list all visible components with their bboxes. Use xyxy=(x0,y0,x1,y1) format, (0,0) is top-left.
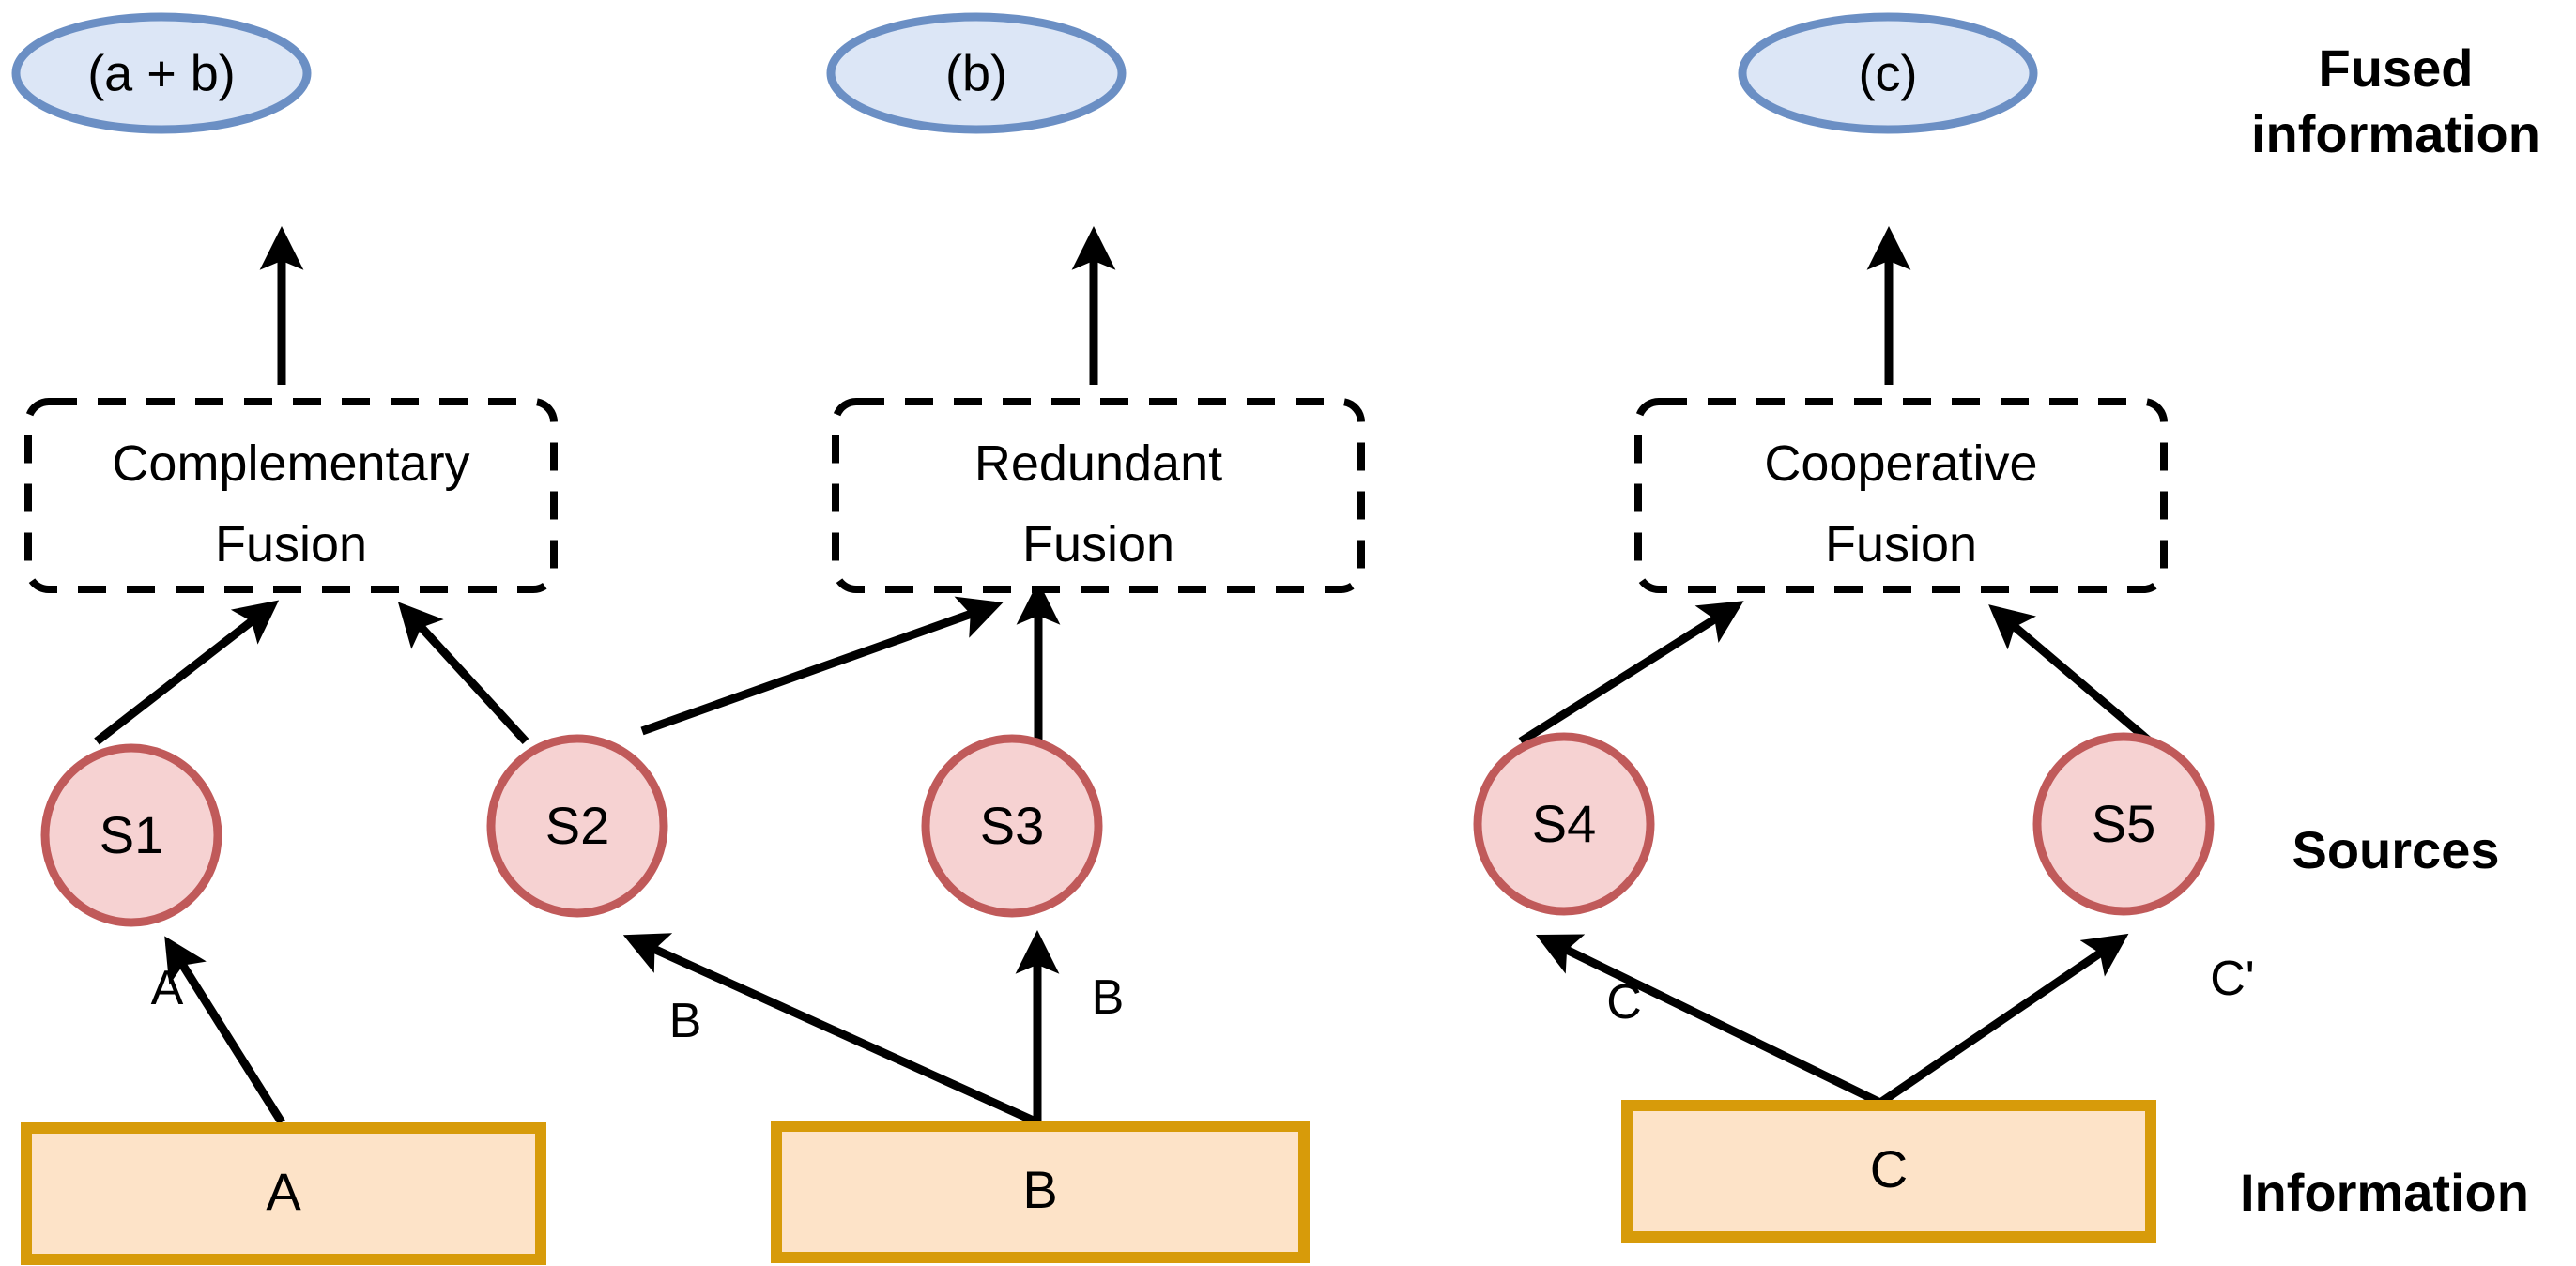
source-node-label: S1 xyxy=(100,805,164,864)
fusion-block-label-line2: Fusion xyxy=(1825,516,1977,572)
fusion-block-redundant[interactable]: Redundant Fusion xyxy=(832,398,1365,593)
edge-label-a: A xyxy=(151,961,184,1015)
information-box-outline xyxy=(1621,1100,2156,1243)
fusion-block-label-line1: Cooperative xyxy=(1764,435,2037,492)
source-node-label: S3 xyxy=(980,796,1045,855)
fusion-block-outline xyxy=(832,398,1365,593)
edge-s4-to-cooperative xyxy=(1518,601,1744,745)
source-circle-shape xyxy=(486,734,668,918)
edge-infoA-to-s1 xyxy=(164,936,285,1125)
edge-infoC-to-s4 xyxy=(1535,934,1882,1107)
fused-node-label: (c) xyxy=(1859,45,1918,101)
information-box-label: B xyxy=(1022,1160,1057,1219)
edge-infoB-to-s2 xyxy=(622,933,1039,1127)
fused-node-label: (a + b) xyxy=(87,45,236,101)
source-circle-shape xyxy=(921,734,1103,918)
information-box-outline xyxy=(21,1122,546,1265)
edge-s2-to-complementary xyxy=(397,602,529,745)
source-circle-shape xyxy=(1473,732,1655,916)
source-node-label: S4 xyxy=(1532,794,1597,853)
fusion-block-complementary[interactable]: Complementary Fusion xyxy=(24,398,558,593)
legend-row-fused-information: Fused information xyxy=(2251,38,2540,163)
information-box-label: A xyxy=(266,1162,301,1221)
information-box-outline xyxy=(771,1121,1310,1263)
source-node-label: S2 xyxy=(545,796,610,855)
edge-label-b-to-s2: B xyxy=(669,994,702,1048)
legend-fused-line2: information xyxy=(2251,104,2540,163)
fusion-block-label-line1: Redundant xyxy=(974,435,1222,492)
information-box-c[interactable]: C xyxy=(1621,1100,2156,1243)
legend-fused-line1: Fused xyxy=(2319,38,2474,98)
edge-s2-to-redundant xyxy=(640,596,1004,736)
fusion-block-label-line1: Complementary xyxy=(112,435,469,492)
information-box-b[interactable]: B xyxy=(771,1121,1310,1263)
fused-ellipse-shape xyxy=(1738,12,2038,134)
fused-node-c[interactable]: (c) xyxy=(1738,12,2038,134)
edge-s5-to-cooperative xyxy=(1988,604,2153,745)
source-circle-shape xyxy=(40,743,222,927)
fused-ellipse-shape xyxy=(11,12,312,134)
fusion-block-label-line2: Fusion xyxy=(1022,516,1174,572)
fused-ellipse-shape xyxy=(826,12,1127,134)
edge-s1-to-complementary xyxy=(94,600,280,745)
source-node-s4[interactable]: S4 xyxy=(1473,732,1655,916)
edge-label-c-to-s4: C xyxy=(1606,975,1642,1030)
source-node-s2[interactable]: S2 xyxy=(486,734,668,918)
information-box-a[interactable]: A xyxy=(21,1122,546,1265)
edge-infoC-to-s5 xyxy=(1878,933,2129,1106)
source-node-s3[interactable]: S3 xyxy=(921,734,1103,918)
fusion-block-label-line2: Fusion xyxy=(215,516,367,572)
source-node-s1[interactable]: S1 xyxy=(40,743,222,927)
edge-label-c-prime-to-s5: C' xyxy=(2210,952,2254,1006)
fused-node-a-b[interactable]: (a + b) xyxy=(11,12,312,134)
source-circle-shape xyxy=(2032,732,2215,916)
source-node-label: S5 xyxy=(2092,794,2156,853)
legend-sources: Sources xyxy=(2292,820,2500,879)
fusion-block-cooperative[interactable]: Cooperative Fusion xyxy=(1634,398,2168,593)
legend-information: Information xyxy=(2240,1163,2529,1222)
fusion-block-outline xyxy=(24,398,558,593)
source-node-s5[interactable]: S5 xyxy=(2032,732,2215,916)
fusion-block-outline xyxy=(1634,398,2168,593)
information-box-label: C xyxy=(1870,1139,1908,1198)
fused-node-b[interactable]: (b) xyxy=(826,12,1127,134)
edge-label-b-to-s3: B xyxy=(1092,970,1125,1025)
fused-node-label: (b) xyxy=(945,45,1007,101)
